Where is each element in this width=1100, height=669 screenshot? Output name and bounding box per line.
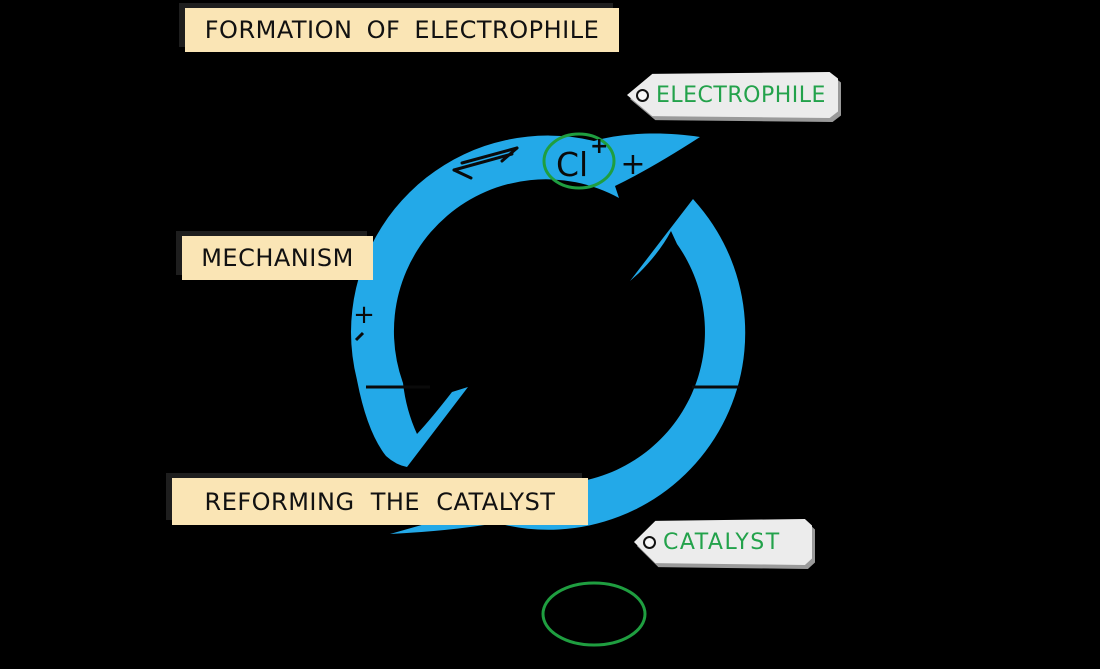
chlorine-symbol: Cl	[556, 145, 588, 184]
plus-sign-top: +	[620, 147, 645, 182]
formation-of-electrophile-label: FORMATION OF ELECTROPHILE	[185, 8, 619, 52]
cycle-arc-top-left	[351, 133, 700, 467]
plus-sign-left: +	[353, 300, 375, 330]
tag-hole-icon	[643, 535, 656, 549]
mechanism-label: MECHANISM	[182, 236, 373, 280]
cycle-arc-right-bottom	[390, 199, 746, 534]
catalyst-tag-text: CATALYST	[663, 529, 781, 555]
reforming-the-catalyst-label: REFORMING THE CATALYST	[172, 478, 588, 525]
hidden-structure-marks	[354, 331, 740, 389]
formation-of-electrophile-text: FORMATION OF ELECTROPHILE	[204, 16, 600, 44]
electrophile-highlight-ellipse	[542, 132, 616, 190]
chlorine-charge: +	[590, 134, 608, 159]
catalyst-tag: CATALYST	[634, 519, 812, 565]
equilibrium-arrows-icon	[452, 146, 519, 180]
electrophile-tag-text: ELECTROPHILE	[656, 82, 826, 108]
catalyst-highlight-ellipse	[541, 581, 647, 647]
mechanism-text: MECHANISM	[201, 244, 354, 272]
tag-hole-icon	[636, 88, 649, 102]
reforming-the-catalyst-text: REFORMING THE CATALYST	[204, 487, 556, 516]
electrophile-tag: ELECTROPHILE	[627, 72, 838, 118]
